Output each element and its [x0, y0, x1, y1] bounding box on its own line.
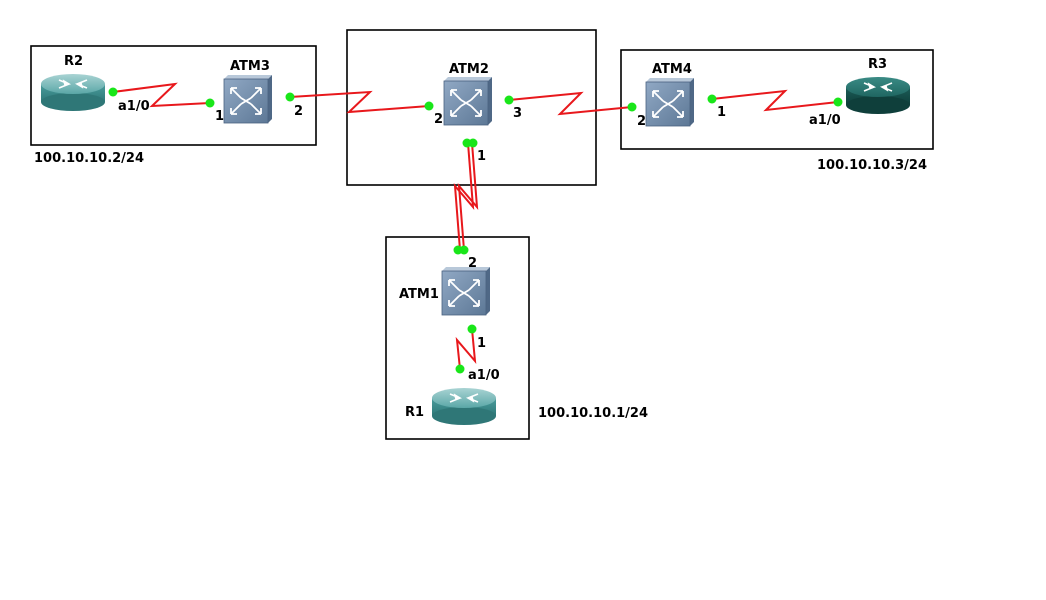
link-atm1-r1[interactable]	[455, 328, 477, 370]
port-label-r2-a10: a1/0	[118, 99, 150, 114]
atm-switch-atm1-icon[interactable]	[441, 266, 491, 316]
device-label-atm1: ATM1	[399, 287, 439, 302]
port-atm3-1-dot	[205, 98, 215, 108]
port-label-atm4-1: 1	[717, 105, 726, 120]
port-atm3-2-dot	[285, 92, 295, 102]
port-atm4-2-dot	[627, 102, 637, 112]
port-label-atm1-1: 1	[477, 336, 486, 351]
port-atm4-1-dot	[707, 94, 717, 104]
atm4-r3-group-box	[620, 49, 934, 150]
port-label-r1-a10: a1/0	[468, 368, 500, 383]
link-atm2-atm1[interactable]	[453, 142, 479, 251]
port-atm2-3-dot	[504, 95, 514, 105]
port-atm2-1-dot-b	[468, 138, 478, 148]
atm-switch-atm2-icon[interactable]	[443, 76, 493, 126]
port-label-atm3-2: 2	[294, 104, 303, 119]
note-r3-ip: 100.10.10.3/24	[817, 158, 927, 173]
port-atm2-2-dot	[424, 101, 434, 111]
device-label-r1: R1	[405, 405, 424, 420]
port-label-r3-a10: a1/0	[809, 113, 841, 128]
atm-switch-atm4-icon[interactable]	[645, 77, 695, 127]
device-label-r2: R2	[64, 54, 83, 69]
router-r3-icon[interactable]	[845, 76, 911, 115]
link-atm4-r3[interactable]	[711, 89, 839, 112]
port-r1-a10-dot	[455, 364, 465, 374]
port-label-atm3-1: 1	[215, 109, 224, 124]
port-label-atm2-1: 1	[477, 149, 486, 164]
port-dots	[108, 87, 843, 374]
router-r2-icon[interactable]	[40, 73, 106, 112]
port-atm1-2-dot-b	[459, 245, 469, 255]
port-r2-a10-dot	[108, 87, 118, 97]
device-label-r3: R3	[868, 57, 887, 72]
device-label-atm2: ATM2	[449, 62, 489, 77]
device-label-atm3: ATM3	[230, 59, 270, 74]
port-r3-a10-dot	[833, 97, 843, 107]
port-label-atm2-3: 3	[513, 106, 522, 121]
link-atm2-atm4[interactable]	[508, 91, 633, 116]
port-label-atm4-2: 2	[637, 114, 646, 129]
atm1-r1-group-box	[385, 236, 530, 440]
atm-switch-atm3-icon[interactable]	[223, 74, 273, 124]
router-r1-icon[interactable]	[431, 387, 497, 426]
note-r1-ip: 100.10.10.1/24	[538, 406, 648, 421]
port-atm1-1-dot	[467, 324, 477, 334]
device-label-atm4: ATM4	[652, 62, 692, 77]
note-r2-ip: 100.10.10.2/24	[34, 151, 144, 166]
port-label-atm2-2: 2	[434, 112, 443, 127]
link-r2-atm3[interactable]	[112, 82, 211, 108]
port-label-atm1-2: 2	[468, 256, 477, 271]
link-atm3-atm2[interactable]	[289, 90, 430, 114]
